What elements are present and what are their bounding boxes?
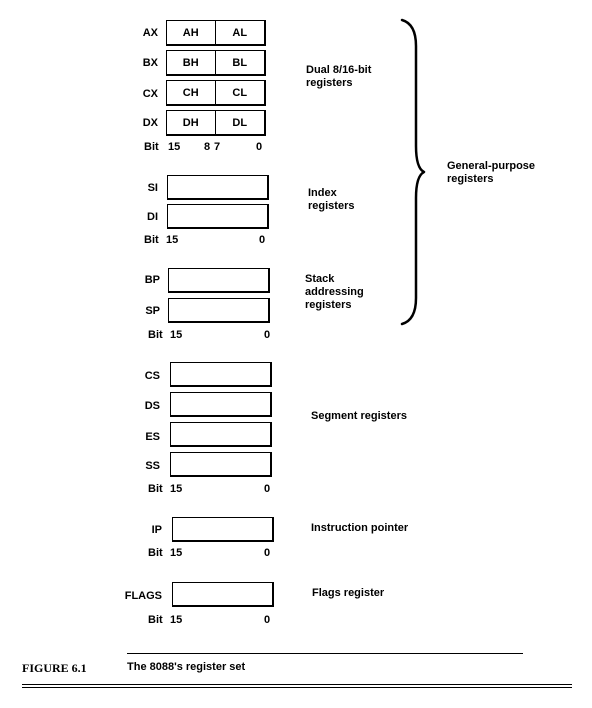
register-name-es: ES (145, 431, 160, 443)
register-name-bp: BP (144, 274, 160, 286)
bit-label: Bit (144, 141, 159, 153)
register-box-flags (172, 582, 274, 607)
register-half-bl: BL (232, 56, 248, 69)
bit-label: Bit (144, 234, 159, 246)
bit-scale-index: Bit 15 0 (144, 233, 274, 247)
general-purpose-brace (400, 18, 426, 326)
bit-0-label: 0 (264, 483, 271, 495)
bit-0-label: 0 (256, 141, 263, 153)
bit-label: Bit (148, 614, 163, 626)
register-name-bx: BX (142, 57, 158, 69)
group-label-stack-registers: Stack addressing registers (305, 273, 364, 311)
register-half-ah: AH (167, 21, 216, 44)
brace-label-general-purpose: General-purpose registers (447, 160, 536, 185)
register-name-sp: SP (145, 305, 160, 317)
register-half-dh: DH (167, 111, 216, 134)
register-name-ss: SS (145, 460, 160, 472)
group-label-dual-registers: Dual 8/16-bit registers (306, 64, 372, 89)
register-half-ch: CH (167, 81, 216, 104)
register-box-cx: CH CL (166, 80, 266, 106)
bit-15-label: 15 (170, 483, 183, 495)
bit-15-label: 15 (170, 547, 183, 559)
register-name-cx: CX (142, 88, 158, 100)
group-label-segment-registers: Segment registers (311, 410, 407, 422)
register-box-sp (168, 298, 270, 323)
figure-number: FIGURE 6.1 (22, 661, 87, 675)
bit-label: Bit (148, 483, 163, 495)
bit-scale-ip: Bit 15 0 (148, 546, 278, 560)
register-box-bx: BH BL (166, 50, 266, 76)
figure-caption: The 8088's register set (127, 661, 246, 673)
bit-15-label: 15 (170, 614, 183, 626)
group-label-index-registers: Index registers (308, 187, 355, 212)
bit-scale-flags: Bit 15 0 (148, 613, 278, 627)
caption-bottom-rule-2 (22, 687, 572, 688)
register-box-dx: DH DL (166, 110, 266, 136)
register-name-cs: CS (144, 370, 160, 382)
group-label-flags-register: Flags register (312, 587, 385, 599)
register-box-bp (168, 268, 270, 293)
bit-0-label: 0 (259, 234, 266, 246)
bit-15-label: 15 (166, 234, 179, 246)
register-half-al: AL (232, 26, 248, 39)
register-name-flags: FLAGS (124, 590, 162, 602)
bit-0-label: 0 (264, 614, 271, 626)
register-half-bh: BH (167, 51, 216, 74)
group-label-instruction-pointer: Instruction pointer (311, 522, 409, 534)
register-name-ds: DS (144, 400, 160, 412)
register-name-di: DI (147, 211, 158, 223)
bit-scale-general: Bit 15 8 7 0 (144, 140, 274, 154)
caption-top-rule (127, 653, 523, 654)
register-name-ax: AX (142, 27, 158, 39)
bit-label: Bit (148, 547, 163, 559)
bit-15-label: 15 (168, 141, 181, 153)
register-half-dl: DL (232, 116, 248, 129)
register-box-cs (170, 362, 272, 387)
register-half-cl: CL (232, 86, 248, 99)
bit-scale-segment: Bit 15 0 (148, 482, 278, 496)
bit-label: Bit (148, 329, 163, 341)
bit-7-label: 7 (214, 141, 221, 153)
bit-15-label: 15 (170, 329, 183, 341)
register-box-ax: AH AL (166, 20, 266, 46)
caption-bottom-rule-1 (22, 684, 572, 685)
register-box-si (167, 175, 269, 200)
bit-0-label: 0 (264, 329, 271, 341)
bit-0-label: 0 (264, 547, 271, 559)
register-box-ds (170, 392, 272, 417)
register-name-ip: IP (151, 524, 162, 536)
bit-8-label: 8 (204, 141, 211, 153)
register-box-ip (172, 517, 274, 542)
register-box-di (167, 204, 269, 229)
register-box-es (170, 422, 272, 447)
register-name-dx: DX (142, 117, 158, 129)
register-box-ss (170, 452, 272, 477)
bit-scale-stack: Bit 15 0 (148, 328, 278, 342)
register-name-si: SI (147, 182, 158, 194)
